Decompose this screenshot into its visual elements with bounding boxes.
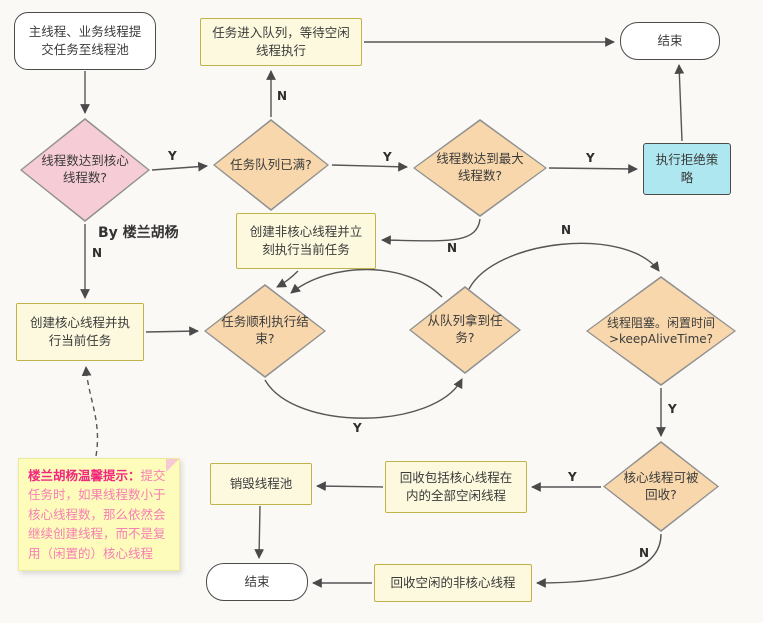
decision-core-recyclable: 核心线程可被回收?: [603, 441, 719, 532]
edge-label-core-recyclable-yes: Y: [568, 470, 577, 484]
edge-label-max-check-yes: Y: [586, 151, 595, 165]
arrow-reject-to-end-top: [674, 64, 685, 142]
create-noncore-thread-label: 创建非核心线程并立刻执行当前任务: [249, 223, 363, 257]
arrow-max-check-no-to-create-noncore: [381, 218, 481, 246]
decision-task-finished: 任务顺利执行结束?: [204, 284, 326, 378]
recycle-all-threads-node: 回收包括核心线程在内的全部空闲线程: [385, 461, 527, 513]
recycle-noncore-label: 回收空闲的非核心线程: [390, 574, 516, 590]
decision-got-task-from-queue: 从队列拿到任务?: [409, 286, 521, 374]
edge-label-max-check-no: N: [447, 241, 458, 255]
reject-policy-label: 执行拒绝策略: [655, 151, 719, 185]
arrow-task-done-yes-to-take-task: [264, 378, 463, 419]
enqueue-task-node: 任务进入队列，等待空闲线程执行: [200, 18, 362, 66]
decision-max-threads-reached: 线程数达到最大线程数?: [413, 119, 547, 217]
start-node: 主线程、业务线程提交任务至线程池: [14, 12, 156, 70]
create-noncore-thread-node: 创建非核心线程并立刻执行当前任务: [236, 213, 376, 269]
arrow-create-core-to-task-done: [145, 326, 199, 337]
decision-idle-timeout: 线程阻塞。闲置时间>keepAliveTime?: [586, 276, 736, 386]
arrow-max-check-yes-to-reject: [548, 164, 638, 174]
reject-policy-node: 执行拒绝策略: [643, 143, 731, 195]
decision-idle-timeout-label: 线程阻塞。闲置时间>keepAliveTime?: [606, 315, 715, 346]
author-watermark: By 楼兰胡杨: [98, 225, 179, 241]
edge-label-queue-full-yes: Y: [383, 150, 392, 164]
arrow-note-to-create-core-dashed: [81, 366, 99, 457]
arrow-destroy-pool-to-end-bottom: [254, 505, 265, 559]
end-node-bottom: 结束: [206, 563, 308, 601]
end-node-top: 结束: [620, 22, 720, 60]
recycle-noncore-node: 回收空闲的非核心线程: [374, 564, 532, 602]
author-tip-note: 楼兰胡杨温馨提示：提交任务时，如果线程数小于核心线程数，那么依然会继续创建线程，…: [18, 458, 180, 571]
create-core-thread-label: 创建核心线程并执行当前任务: [29, 314, 130, 348]
note-fold-corner: [166, 459, 179, 472]
enqueue-task-label: 任务进入队列，等待空闲线程执行: [212, 24, 350, 58]
edge-label-core-recyclable-no: N: [639, 546, 650, 560]
recycle-all-threads-label: 回收包括核心线程在内的全部空闲线程: [399, 469, 513, 503]
decision-queue-full-label: 任务队列已满?: [230, 156, 312, 172]
note-prefix-text: 楼兰胡杨温馨提示：: [28, 468, 141, 483]
decision-task-finished-label: 任务顺利执行结束?: [221, 314, 309, 346]
create-core-thread-node: 创建核心线程并执行当前任务: [16, 303, 144, 361]
edge-label-core-check-yes: Y: [168, 149, 177, 163]
arrow-queue-full-yes-to-max-check: [331, 161, 408, 172]
decision-core-threads-label: 线程数达到核心线程数?: [41, 153, 129, 185]
edge-label-take-task-no: N: [561, 223, 572, 237]
decision-max-threads-label: 线程数达到最大线程数?: [436, 151, 524, 183]
edge-label-queue-full-no: N: [277, 89, 288, 103]
decision-queue-full: 任务队列已满?: [213, 119, 329, 211]
decision-core-recyclable-label: 核心线程可被回收?: [623, 469, 699, 502]
decision-got-task-label: 从队列拿到任务?: [427, 313, 503, 345]
end-node-top-label: 结束: [657, 32, 683, 48]
start-node-label: 主线程、业务线程提交任务至线程池: [28, 23, 142, 57]
edge-label-task-done-yes: Y: [353, 421, 362, 435]
edge-label-idle-timeout-yes: Y: [668, 402, 677, 416]
note-body-text: 提交任务时，如果线程数小于核心线程数，那么依然会继续创建线程，而不是复用（闲置的…: [28, 468, 166, 561]
destroy-pool-node: 销毁线程池: [210, 463, 312, 505]
decision-core-threads-reached: 线程数达到核心线程数?: [20, 118, 150, 222]
end-node-bottom-label: 结束: [244, 573, 270, 589]
destroy-pool-label: 销毁线程池: [229, 475, 293, 491]
arrow-core-check-yes-to-queue-full: [151, 161, 208, 172]
arrow-recycle-all-to-destroy-pool: [316, 481, 384, 492]
edge-label-core-check-no: N: [92, 246, 103, 260]
